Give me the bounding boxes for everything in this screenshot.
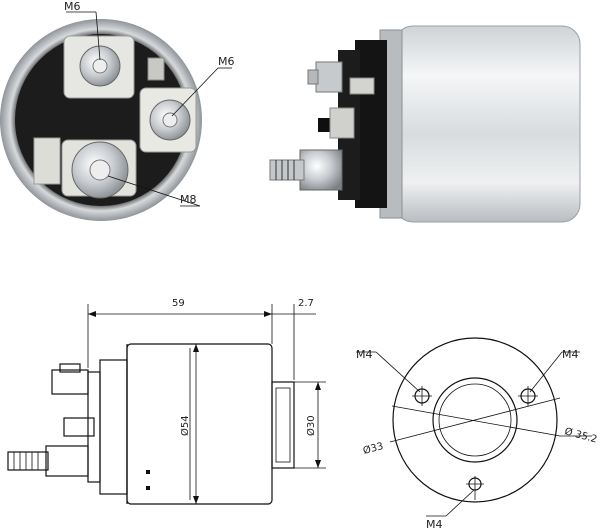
- black-cap: [355, 40, 387, 208]
- solenoid-side-photo: [269, 25, 581, 223]
- drawing-terminal-top: [51, 369, 89, 395]
- flange-bore: [432, 377, 518, 463]
- label-m6-top: M6: [64, 0, 81, 13]
- terminal-tab-mid: [329, 107, 355, 139]
- label-m8: M8: [180, 193, 197, 206]
- dim-offset: 2.7: [298, 298, 314, 309]
- m8-thread: [269, 159, 305, 181]
- label-m4-top-left: M4: [356, 348, 373, 361]
- drawing-pilot: [271, 381, 295, 469]
- m8-nut-side: [299, 149, 343, 191]
- drawing-terminal-mid: [63, 417, 95, 437]
- label-m6-right: M6: [218, 55, 235, 68]
- dim-length: 59: [172, 298, 185, 309]
- terminal-nut-top: [315, 61, 343, 93]
- side-dimension-drawing: 59 2.7 Ø54 Ø30: [7, 298, 326, 505]
- label-m4-bottom: M4: [426, 518, 443, 530]
- drawing-body: [126, 343, 273, 505]
- solenoid-end-view: M6 M6 M8: [0, 0, 235, 221]
- drawing-terminal-m8: [45, 445, 89, 477]
- flange-outline: [392, 337, 558, 503]
- flange-dimension-drawing: M4 M4 M4 Ø33 Ø 35.2: [356, 337, 599, 530]
- drawing-cap: [99, 359, 128, 495]
- label-m4-top-right: M4: [562, 348, 579, 361]
- dim-right-diameter: Ø 35.2: [563, 425, 598, 445]
- chrome-housing: [394, 25, 581, 223]
- terminal-tab: [33, 137, 61, 185]
- terminal-tab-upper: [349, 77, 375, 95]
- drawing-thread: [7, 451, 49, 471]
- terminal-clip: [147, 57, 165, 81]
- dim-pilot-diameter: Ø30: [305, 415, 317, 436]
- dim-body-diameter: Ø54: [179, 415, 191, 436]
- dim-left-diameter: Ø33: [362, 440, 385, 457]
